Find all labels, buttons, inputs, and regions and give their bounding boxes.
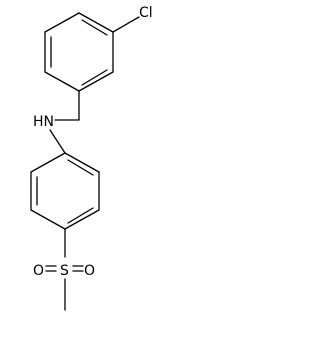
ring-bond <box>44 71 80 92</box>
molecule-structure: Cl HN S O O <box>30 5 153 311</box>
amine-label: HN <box>33 114 54 130</box>
ring-bond <box>64 152 100 173</box>
chlorine-bond <box>112 16 140 33</box>
oxygen-left-label: O <box>33 263 44 279</box>
ring-double-bond <box>67 207 94 224</box>
chlorine-label: Cl <box>139 5 153 21</box>
ring-bond <box>30 209 66 230</box>
ring-double-bond <box>81 69 108 86</box>
amine-ring-bond <box>49 129 66 154</box>
sulfur-label: S <box>60 263 69 279</box>
structure-diagram: Cl HN S O O <box>30 5 153 311</box>
chlorophenyl-ring <box>44 12 114 92</box>
ring-bond <box>78 71 114 92</box>
ring-bond <box>44 12 80 33</box>
ring-double-bond <box>81 19 108 36</box>
ring-bond <box>30 152 66 173</box>
ring-bond <box>78 12 114 33</box>
phenylene-ring <box>30 152 100 230</box>
ring-double-bond <box>67 159 94 176</box>
oxygen-right-label: O <box>84 263 95 279</box>
ring-bond <box>64 209 100 230</box>
